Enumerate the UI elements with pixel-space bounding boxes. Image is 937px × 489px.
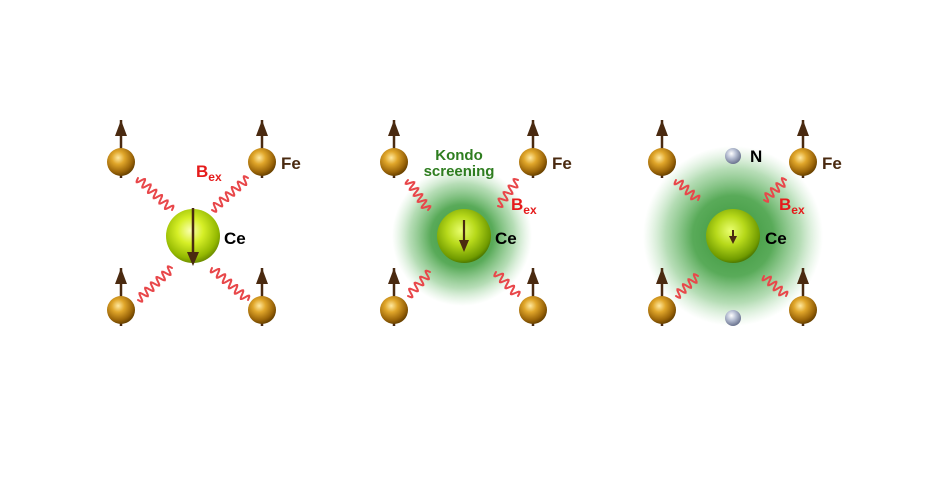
kondo-label-line1: Kondo xyxy=(435,147,482,164)
fe-label: Fe xyxy=(552,154,572,173)
panel-2: Kondo screening Ce Fe Bex xyxy=(380,120,572,326)
fe-atom xyxy=(519,120,547,178)
bex-main: B xyxy=(196,162,208,181)
panel-1: Ce Fe Bex xyxy=(107,120,301,326)
fe-atom xyxy=(519,268,547,326)
fe-atom xyxy=(380,120,408,178)
bex-main: B xyxy=(511,195,523,214)
fe-atom xyxy=(648,120,676,178)
exchange-wave xyxy=(493,271,521,297)
ce-label: Ce xyxy=(224,229,246,248)
kondo-label-line2: screening xyxy=(424,163,495,180)
fe-atom xyxy=(248,120,276,178)
exchange-wave xyxy=(497,177,519,209)
exchange-wave xyxy=(404,179,432,211)
fe-atom xyxy=(248,268,276,326)
fe-atom xyxy=(380,268,408,326)
ce-label: Ce xyxy=(495,229,517,248)
exchange-wave xyxy=(137,265,173,303)
exchange-wave xyxy=(407,269,431,299)
exchange-wave xyxy=(209,267,251,301)
exchange-wave xyxy=(135,177,175,211)
n-label: N xyxy=(750,147,762,166)
bex-label: Bex xyxy=(779,195,805,217)
n-atom xyxy=(725,310,741,326)
fe-atom xyxy=(107,120,135,178)
fe-label: Fe xyxy=(822,154,842,173)
exchange-wave xyxy=(673,179,701,201)
exchange-wave xyxy=(211,175,249,213)
ce-label: Ce xyxy=(765,229,787,248)
ce-atom xyxy=(706,209,760,263)
bex-subscript: ex xyxy=(208,170,222,184)
exchange-wave xyxy=(763,177,787,203)
fe-label: Fe xyxy=(281,154,301,173)
bex-label: Bex xyxy=(511,195,537,217)
bex-subscript: ex xyxy=(791,203,805,217)
ce-atom xyxy=(166,208,220,266)
fe-atom xyxy=(789,268,817,326)
exchange-wave xyxy=(675,273,699,299)
ce-atom xyxy=(437,209,491,263)
exchange-wave xyxy=(761,275,789,297)
fe-atom xyxy=(648,268,676,326)
bex-label: Bex xyxy=(196,162,222,184)
fe-atom xyxy=(107,268,135,326)
fe-atom xyxy=(789,120,817,178)
panel-3: N Ce Fe Bex xyxy=(643,120,842,326)
bex-main: B xyxy=(779,195,791,214)
n-atom xyxy=(725,148,741,164)
bex-subscript: ex xyxy=(523,203,537,217)
